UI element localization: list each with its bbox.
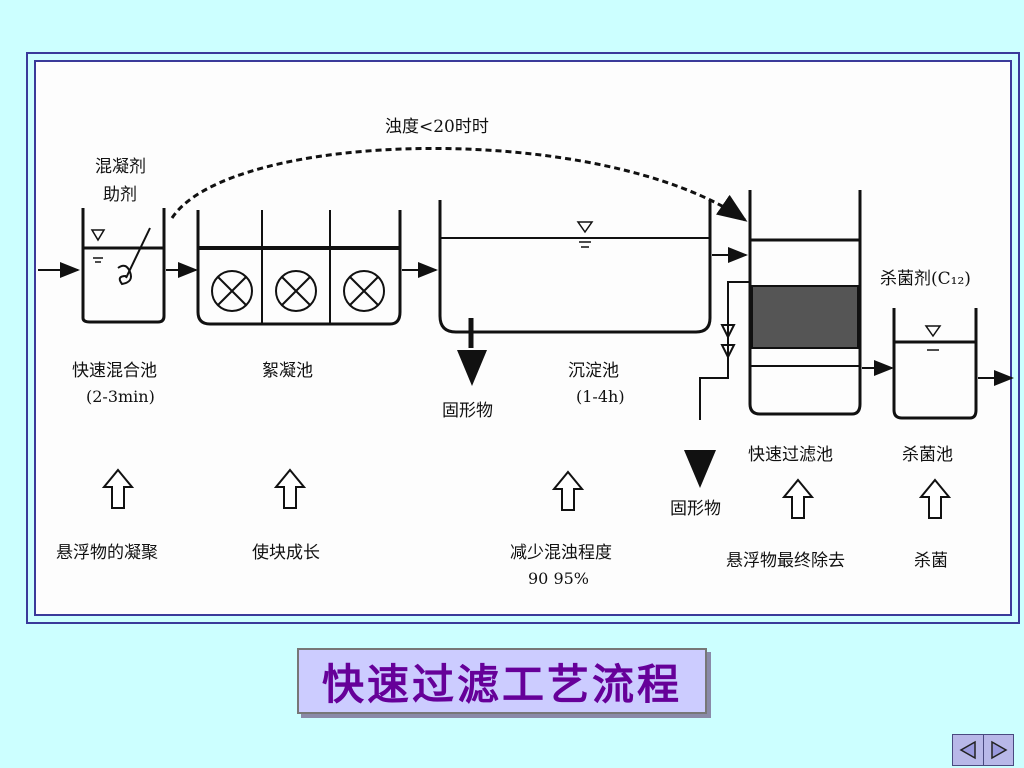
function-rapid-filter: 悬浮物最终除去: [726, 551, 845, 571]
unit-detail-rapid-mix: (2-3min): [86, 387, 155, 406]
flocculation-tank: [196, 210, 402, 326]
unit-name-rapid-mix: 快速混合池: [72, 361, 157, 381]
triangle-right-icon: [990, 740, 1008, 760]
unit-name-rapid-filter: 快速过滤池: [748, 445, 833, 465]
rapid-filter-tank: [748, 190, 862, 416]
up-arrow-icon: [551, 470, 585, 511]
slide-title: 快速过滤工艺流程: [321, 659, 682, 709]
prev-slide-button[interactable]: [953, 735, 983, 765]
disinfectant-label: 杀菌剂(C₁₂): [880, 269, 971, 289]
backwash-solids-arrow: [684, 450, 716, 488]
unit-name-flocculation: 絮凝池: [262, 361, 313, 381]
function-sedimentation: 减少混浊程度: [510, 543, 612, 563]
unit-detail-sedimentation: (1-4h): [576, 387, 625, 406]
function-flocculation: 使块成长: [252, 542, 320, 563]
coagulant-label-2: 助剂: [103, 185, 137, 205]
up-arrows: [101, 468, 952, 519]
rapid-mix-tank: [81, 208, 166, 324]
disinfection-tank: [892, 308, 978, 420]
triangle-left-icon: [959, 740, 976, 760]
up-arrow-icon: [273, 468, 307, 509]
bypass-label: 浊度<20时时: [385, 117, 489, 137]
process-flow-diagram: 浊度<20时时 混凝剂 助剂: [38, 117, 1014, 588]
unit-name-disinfection: 杀菌池: [902, 445, 953, 465]
function-sedimentation-2: 90 95%: [528, 569, 589, 588]
slide-nav: [952, 734, 1014, 766]
backwash-line: [699, 281, 750, 420]
function-rapid-mix: 悬浮物的凝聚: [56, 543, 158, 563]
slide-title-box: 快速过滤工艺流程: [297, 648, 707, 714]
up-arrow-icon: [781, 478, 815, 519]
next-slide-button[interactable]: [983, 735, 1013, 765]
up-arrow-icon: [101, 468, 135, 509]
unit-name-sedimentation: 沉淀池: [568, 361, 619, 381]
coagulant-label: 混凝剂: [95, 157, 146, 177]
up-arrow-icon: [918, 478, 952, 519]
sedimentation-tank: [438, 200, 712, 386]
bypass-arrow: [170, 147, 748, 222]
function-disinfection: 杀菌: [914, 551, 948, 571]
solids-label-filter: 固形物: [670, 499, 721, 519]
solids-label-settling: 固形物: [442, 401, 493, 421]
